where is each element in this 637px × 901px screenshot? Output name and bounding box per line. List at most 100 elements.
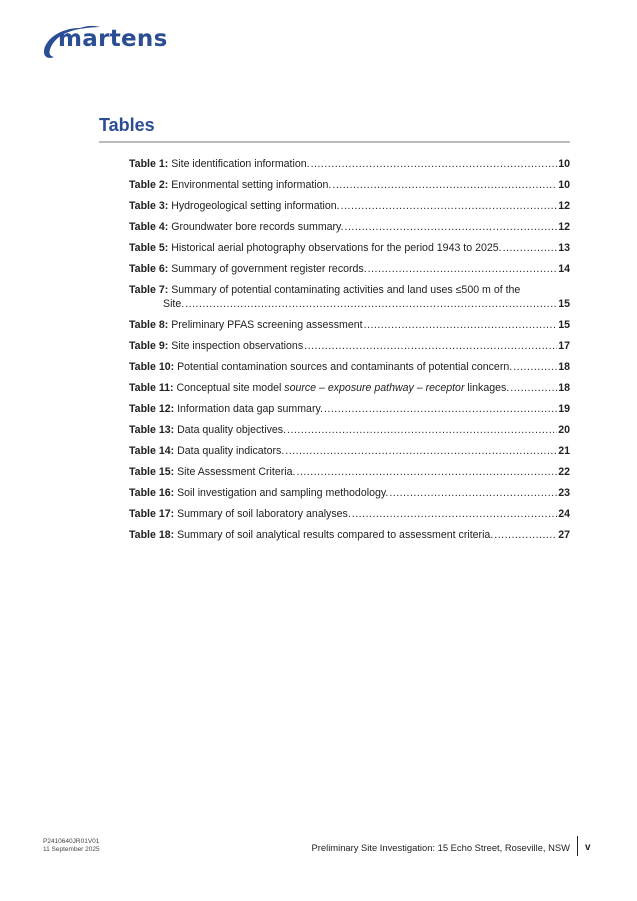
entry-page: 24 xyxy=(558,508,570,520)
dot-leader xyxy=(311,157,558,171)
toc-entry[interactable]: Table 5: Historical aerial photography o… xyxy=(129,241,570,255)
entry-label: Table 6: xyxy=(129,263,169,275)
toc-entry[interactable]: Table 18: Summary of soil analytical res… xyxy=(129,528,570,542)
entry-title-italic: source – exposure pathway – receptor xyxy=(284,382,465,394)
dot-leader xyxy=(345,220,558,234)
toc-entry[interactable]: Table 7: Summary of potential contaminat… xyxy=(129,283,570,311)
entry-label: Table 4: xyxy=(129,221,169,233)
entry-title: Summary of soil laboratory analyses. xyxy=(177,508,351,520)
entry-title: Summary of government register records. xyxy=(171,263,367,275)
dot-leader xyxy=(364,318,558,332)
entry-text: Table 8: Preliminary PFAS screening asse… xyxy=(129,318,363,332)
footer-divider xyxy=(577,836,578,856)
entry-title: Groundwater bore records summary. xyxy=(171,221,344,233)
entry-label: Table 7: xyxy=(129,284,169,296)
entry-label: Table 2: xyxy=(129,179,169,191)
entry-label: Table 15: xyxy=(129,466,175,478)
dot-leader xyxy=(503,241,558,255)
entry-label: Table 8: xyxy=(129,319,169,331)
entry-page: 18 xyxy=(558,361,570,373)
toc-entry[interactable]: Table 16: Soil investigation and samplin… xyxy=(129,486,570,500)
toc-entry[interactable]: Table 14: Data quality indicators. 21 xyxy=(129,444,570,458)
toc-entry[interactable]: Table 6: Summary of government register … xyxy=(129,262,570,276)
entry-label: Table 11: xyxy=(129,382,174,394)
entry-label: Table 16: xyxy=(129,487,175,499)
entry-page: 18 xyxy=(558,382,570,394)
entry-text: Table 3: Hydrogeological setting informa… xyxy=(129,199,340,213)
entry-page: 14 xyxy=(558,263,570,275)
entry-label: Table 1: xyxy=(129,158,169,170)
entry-title: Site Assessment Criteria. xyxy=(177,466,296,478)
entry-title: Hydrogeological setting information. xyxy=(171,200,340,212)
entry-text: Table 12: Information data gap summary. xyxy=(129,402,323,416)
toc-entry[interactable]: Table 8: Preliminary PFAS screening asse… xyxy=(129,318,570,332)
entry-title: Historical aerial photography observatio… xyxy=(171,242,502,254)
entry-page: 19 xyxy=(558,403,570,415)
dot-leader xyxy=(510,381,557,395)
entry-title: Site identification information. xyxy=(171,158,310,170)
entry-title: Preliminary PFAS screening assessment xyxy=(171,319,363,331)
entry-page: 17 xyxy=(558,340,570,352)
toc-entry[interactable]: Table 3: Hydrogeological setting informa… xyxy=(129,199,570,213)
dot-leader xyxy=(324,402,557,416)
entry-text: Table 17: Summary of soil laboratory ana… xyxy=(129,507,351,521)
footer-doc-title: Preliminary Site Investigation: 15 Echo … xyxy=(311,842,570,853)
entry-label: Table 5: xyxy=(129,242,169,254)
dot-leader xyxy=(389,486,557,500)
toc-entry[interactable]: Table 17: Summary of soil laboratory ana… xyxy=(129,507,570,521)
entry-text: Table 5: Historical aerial photography o… xyxy=(129,241,502,255)
entry-text: Table 6: Summary of government register … xyxy=(129,262,367,276)
entry-text: Table 14: Data quality indicators. xyxy=(129,444,284,458)
toc-entry[interactable]: Table 4: Groundwater bore records summar… xyxy=(129,220,570,234)
entry-title: Summary of soil analytical results compa… xyxy=(177,529,494,541)
entry-text: Table 10: Potential contamination source… xyxy=(129,360,512,374)
toc-entry[interactable]: Table 9: Site inspection observations 17 xyxy=(129,339,570,353)
dot-leader xyxy=(494,528,557,542)
toc-entry[interactable]: Table 12: Information data gap summary. 1… xyxy=(129,402,570,416)
entry-page: 22 xyxy=(558,466,570,478)
entry-page: 21 xyxy=(558,445,570,457)
entry-page: 15 xyxy=(558,319,570,331)
entry-page: 15 xyxy=(558,298,570,310)
entry-title-after: linkages. xyxy=(464,382,510,394)
table-of-tables: Table 1: Site identification information… xyxy=(129,157,570,549)
entry-title: Environmental setting information. xyxy=(171,179,332,191)
entry-title: Information data gap summary. xyxy=(177,403,323,415)
doc-reference: P2410640JR01V01 xyxy=(43,838,100,845)
entry-title: Data quality indicators. xyxy=(177,445,285,457)
toc-entry[interactable]: Table 2: Environmental setting informati… xyxy=(129,178,570,192)
entry-text: Table 1: Site identification information… xyxy=(129,157,310,171)
toc-entry[interactable]: Table 15: Site Assessment Criteria. 22 xyxy=(129,465,570,479)
toc-entry[interactable]: Table 1: Site identification information… xyxy=(129,157,570,171)
dot-leader xyxy=(296,465,557,479)
dot-leader xyxy=(304,339,557,353)
toc-entry[interactable]: Table 13: Data quality objectives.20 xyxy=(129,423,570,437)
entry-page: 23 xyxy=(558,487,570,499)
martens-logo-swoosh-icon xyxy=(44,25,100,58)
entry-label: Table 14: xyxy=(129,445,175,457)
entry-label: Table 10: xyxy=(129,361,175,373)
entry-title: Data quality objectives. xyxy=(177,424,287,436)
entry-page: 12 xyxy=(558,200,570,212)
entry-title: Site inspection observations xyxy=(171,340,304,352)
title-divider xyxy=(99,141,570,143)
dot-leader xyxy=(287,423,557,437)
dot-leader xyxy=(341,199,558,213)
entry-title: Soil investigation and sampling methodol… xyxy=(177,487,389,499)
logo-text: martens xyxy=(58,26,168,52)
toc-entry[interactable]: Table 11: Conceptual site model source –… xyxy=(129,381,570,395)
dot-leader xyxy=(185,297,557,311)
entry-title: Summary of potential contaminating activ… xyxy=(171,284,521,296)
entry-text: Table 4: Groundwater bore records summar… xyxy=(129,220,344,234)
doc-date: 11 September 2025 xyxy=(43,846,100,853)
entry-label: Table 12: xyxy=(129,403,175,415)
page-title: Tables xyxy=(99,115,155,135)
entry-page: 27 xyxy=(558,529,570,541)
entry-label: Table 3: xyxy=(129,200,169,212)
entry-page: 12 xyxy=(558,221,570,233)
entry-continuation: Site. xyxy=(163,298,185,310)
entry-page: 13 xyxy=(558,242,570,254)
entry-label: Table 9: xyxy=(129,340,169,352)
toc-entry[interactable]: Table 10: Potential contamination source… xyxy=(129,360,570,374)
entry-label: Table 18: xyxy=(129,529,175,541)
